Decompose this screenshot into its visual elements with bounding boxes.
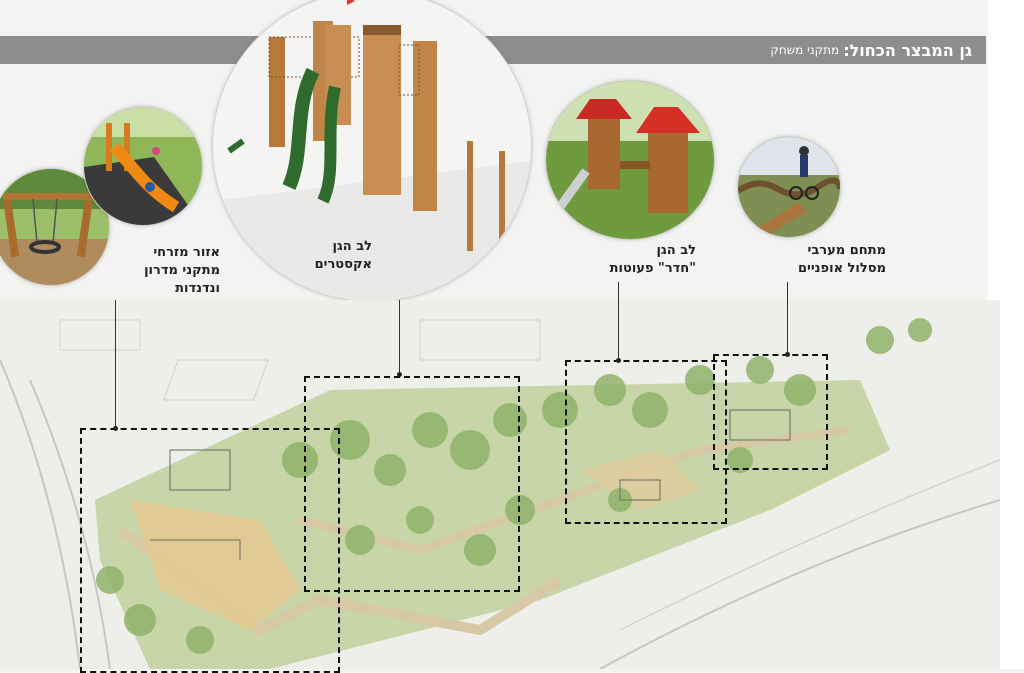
zone-label-bike: מתחם מערבי מסלול אופניים (797, 243, 886, 276)
leader-dot-dolls (616, 358, 621, 363)
leader-dot-east (113, 426, 118, 431)
zone-box-dolls (565, 360, 727, 524)
zone-box-bike (713, 354, 828, 470)
page-title: גן המבצר הכחול: (843, 40, 972, 60)
mushroom-playhouse-photo (545, 80, 715, 240)
site-plan-sketch (0, 300, 1001, 670)
slide-photo (83, 106, 203, 226)
leader-castles (399, 300, 400, 374)
leader-bike (787, 282, 788, 354)
castle-playground-photo (212, 0, 532, 302)
zone-box-east (80, 428, 340, 673)
leader-dot-castles (397, 372, 402, 377)
zone-box-castles (304, 376, 520, 592)
leader-dolls (618, 282, 619, 360)
zone-label-castles: לב הגן אקסטרים (314, 239, 372, 272)
page-subtitle: מתקני משחק (770, 43, 840, 57)
bike-track-photo (737, 136, 841, 238)
zone-label-east: אזור מזרחי מתקני מדרון ונדנדות (144, 245, 220, 296)
zone-label-dolls: לב הגן "חדר" פעוטות (609, 243, 696, 276)
leader-dot-bike (785, 352, 790, 357)
leader-east (115, 300, 116, 428)
